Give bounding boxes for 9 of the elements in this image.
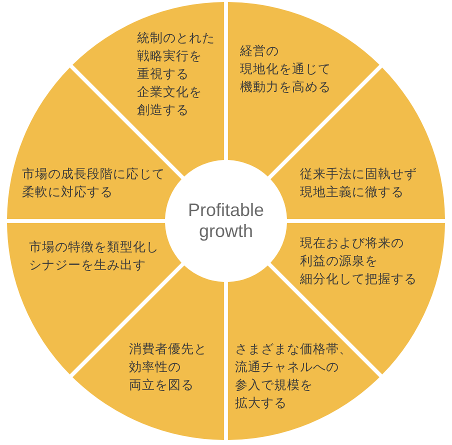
segment-text: 市場の成長段階に応じて柔軟に対応する xyxy=(22,165,165,201)
segment-text: 消費者優先と効率性の両立を図る xyxy=(129,340,207,394)
segment-text: 市場の特徴を類型化しシナジーを生み出す xyxy=(29,238,159,274)
segment-text: 経営の現地化を通じて機動力を高める xyxy=(240,42,331,96)
segment-text: 統制のとれた戦略実行を重視する企業文化を創造する xyxy=(137,29,215,119)
segment-text: 従来手法に固執せず現地主義に徹する xyxy=(300,165,417,201)
center-label: Profitable growth xyxy=(186,200,266,242)
segment-text: 現在および将来の利益の源泉を細分化して把握する xyxy=(300,234,417,288)
segment-text: さまざまな価格帯、流通チャネルへの参入で規模を拡大する xyxy=(235,340,352,412)
